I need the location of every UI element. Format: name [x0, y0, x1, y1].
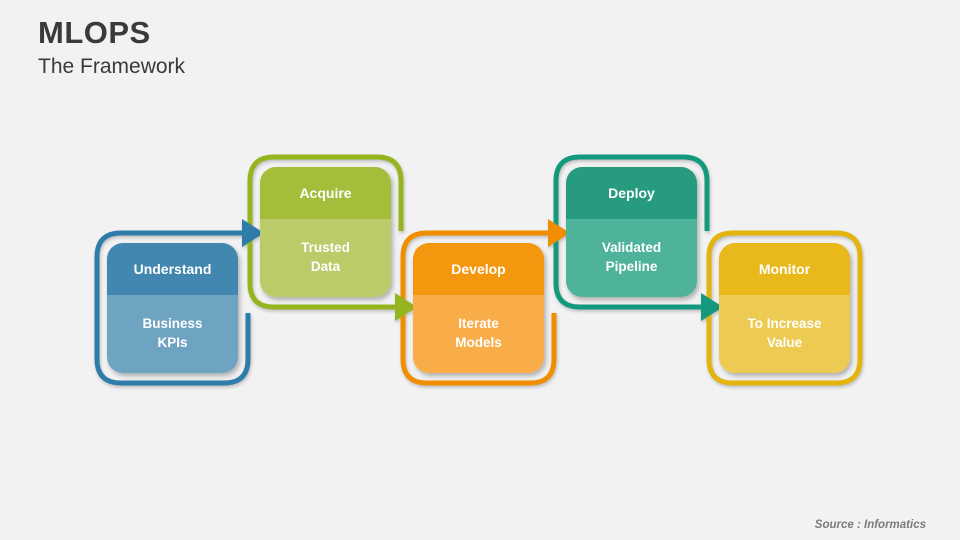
- stage-understand-box: Understand Business KPIs: [107, 243, 238, 373]
- stage-monitor-body: To Increase Value: [719, 295, 850, 373]
- page-subtitle: The Framework: [38, 54, 186, 78]
- title-block: MLOPS The Framework: [38, 14, 185, 80]
- stage-acquire-body: Trusted Data: [260, 219, 391, 297]
- stage-deploy-title: Deploy: [608, 185, 655, 201]
- source-attribution: Source : Informatics: [814, 519, 926, 531]
- stage-develop-header: Develop: [413, 243, 544, 295]
- stage-develop-title: Develop: [451, 261, 506, 277]
- stage-monitor-box: Monitor To Increase Value: [719, 243, 850, 373]
- stage-deploy-body: Validated Pipeline: [566, 219, 697, 297]
- stage-develop-body: Iterate Models: [413, 295, 544, 373]
- stage-deploy-header: Deploy: [566, 167, 697, 219]
- stage-deploy-text: Validated Pipeline: [601, 240, 662, 274]
- stage-develop-text: Iterate Models: [455, 316, 502, 350]
- stage-develop-box: Develop Iterate Models: [413, 243, 544, 373]
- stage-monitor-text: To Increase Value: [747, 316, 822, 350]
- stage-deploy-box: Deploy Validated Pipeline: [566, 167, 697, 297]
- stage-understand-body: Business KPIs: [107, 295, 238, 373]
- stage-understand-title: Understand: [133, 261, 212, 277]
- stage-understand-text: Business KPIs: [142, 316, 203, 350]
- stage-understand-header: Understand: [107, 243, 238, 295]
- page-title: MLOPS: [38, 15, 151, 50]
- stage-monitor-header: Monitor: [719, 243, 850, 295]
- stage-acquire-text: Trusted Data: [301, 240, 350, 274]
- stage-acquire-box: Acquire Trusted Data: [260, 167, 391, 297]
- stage-acquire-title: Acquire: [299, 185, 352, 201]
- stage-acquire-header: Acquire: [260, 167, 391, 219]
- stage-monitor-title: Monitor: [758, 261, 811, 277]
